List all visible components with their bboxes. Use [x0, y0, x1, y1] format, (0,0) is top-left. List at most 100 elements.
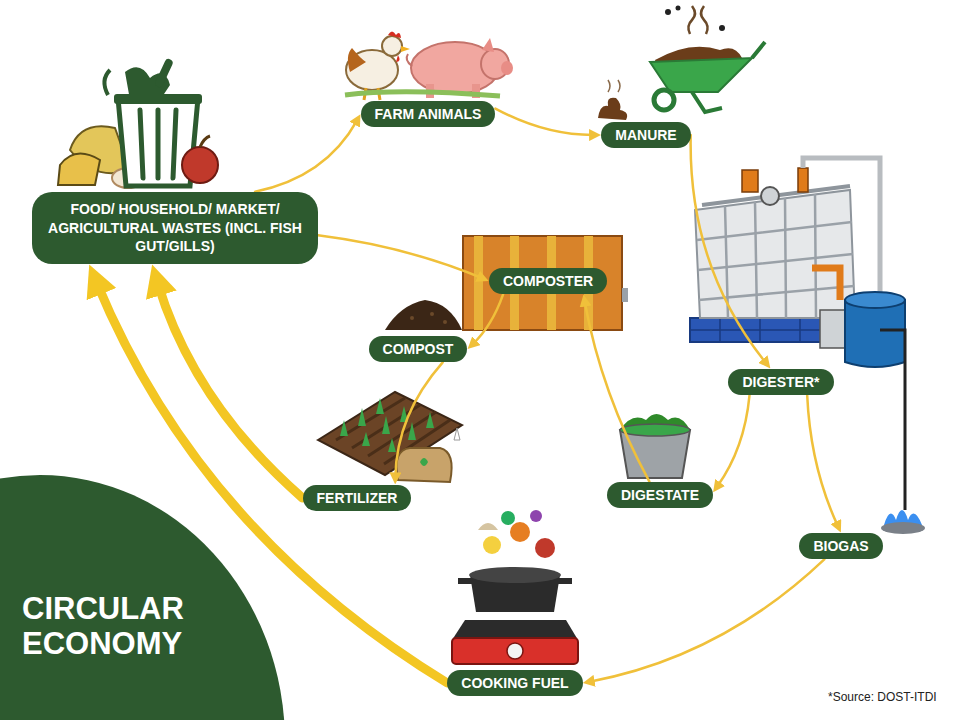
garden-plot	[397, 448, 452, 482]
node-text: COMPOST	[383, 341, 454, 358]
cooking-pot	[478, 523, 498, 530]
flow-arrow	[585, 302, 650, 482]
digester-tank	[812, 268, 840, 300]
digester-tank	[803, 158, 880, 300]
digester-tank	[742, 170, 758, 192]
garden-plot	[388, 438, 396, 452]
flow-arrow	[495, 109, 594, 135]
node-text: MANURE	[615, 127, 676, 144]
node-text: BIOGAS	[813, 538, 868, 555]
flow-arrow	[318, 235, 482, 278]
node-text: FARM ANIMALS	[375, 106, 482, 123]
cooking-pot	[558, 578, 572, 584]
label-pill: BIOGAS	[799, 533, 882, 560]
label-pill: COMPOST	[369, 336, 468, 363]
manure-pile	[598, 80, 627, 120]
garden-plot	[340, 398, 434, 452]
pig	[407, 54, 412, 66]
pig	[345, 92, 500, 96]
source-note: *Source: DOST-ITDI	[828, 690, 937, 704]
garden-plot	[376, 398, 384, 414]
digester-tank	[702, 186, 850, 205]
label-pill: COOKING FUEL	[447, 670, 582, 697]
compost-pile	[443, 320, 447, 324]
node-text: COMPOSTER	[503, 273, 593, 290]
waste-bin	[104, 70, 110, 95]
waste-bin	[58, 58, 218, 188]
pig	[345, 38, 513, 98]
cooking-pot	[510, 522, 530, 542]
waste-bin	[140, 110, 176, 178]
wheelbarrow	[719, 25, 725, 31]
cooking-pot	[458, 510, 572, 612]
label-pill: FERTILIZER	[303, 485, 412, 512]
gas-stove	[452, 620, 578, 664]
waste-bin	[182, 147, 218, 183]
compost-pile	[430, 312, 434, 316]
flow-arrow	[807, 395, 838, 526]
waste-bin	[154, 58, 174, 89]
gas-stove	[507, 643, 523, 659]
garden-plot	[420, 458, 428, 466]
gas-barrel	[880, 330, 905, 510]
waste-bin	[200, 136, 210, 147]
cooking-pot	[458, 578, 472, 584]
wheelbarrow	[692, 42, 765, 112]
label-pill: DIGESTER*	[728, 369, 833, 396]
garden-plot	[340, 420, 348, 436]
manure-pile	[608, 80, 620, 92]
waste-bin	[58, 154, 100, 185]
chicken	[396, 55, 400, 62]
waste-bin	[114, 94, 202, 104]
wheelbarrow	[665, 9, 671, 15]
digester-tank	[761, 187, 779, 205]
garden-plot	[382, 416, 390, 434]
compost-pile	[410, 316, 414, 320]
digester-tank	[695, 190, 855, 318]
flow-arrow	[473, 294, 503, 344]
pig	[482, 38, 494, 52]
garden-plot	[454, 428, 460, 440]
digestate-bucket	[620, 430, 690, 478]
composter-bin	[474, 236, 483, 330]
label-pill: COMPOSTER	[489, 268, 607, 295]
digester-tank	[725, 194, 816, 318]
label-pill: DIGESTATE	[607, 482, 713, 509]
digester-tank	[798, 168, 808, 192]
garden-plot	[362, 432, 370, 446]
node-text: COOKING FUEL	[461, 675, 568, 692]
node-text: FOOD/ HOUSEHOLD/ MARKET/ AGRICULTURAL WA…	[44, 200, 306, 257]
pig	[501, 61, 513, 75]
wheelbarrow	[688, 6, 707, 34]
flow-arrow	[255, 120, 357, 191]
wheelbarrow	[654, 90, 674, 110]
composter-bin	[463, 236, 622, 330]
compost-pile	[385, 300, 462, 330]
chicken	[388, 32, 401, 39]
label-pill: MANURE	[601, 122, 690, 149]
flow-arrow	[395, 362, 442, 477]
digester-tank	[697, 194, 854, 318]
chicken	[348, 48, 366, 72]
diagram-title: CIRCULAR ECONOMY	[22, 592, 222, 661]
composter-bin	[463, 236, 628, 330]
node-text: DIGESTER*	[742, 374, 819, 391]
flow-arrow	[691, 135, 766, 363]
wheelbarrow	[650, 6, 765, 113]
cooking-pot	[501, 511, 515, 525]
gas-barrel	[845, 292, 905, 510]
node-text: FERTILIZER	[317, 490, 398, 507]
compost-pile	[385, 300, 462, 330]
label-pill: FOOD/ HOUSEHOLD/ MARKET/ AGRICULTURAL WA…	[32, 192, 318, 265]
cooking-pot	[483, 536, 501, 554]
manure-pile	[598, 98, 627, 120]
wheelbarrow	[676, 6, 681, 11]
label-pill: FARM ANIMALS	[361, 101, 496, 128]
cycle-arrow	[158, 283, 303, 498]
gas-burner	[881, 510, 925, 534]
node-text: DIGESTATE	[621, 487, 699, 504]
gas-barrel	[845, 292, 905, 308]
garden-plot	[318, 392, 462, 482]
garden-plot	[426, 412, 434, 428]
